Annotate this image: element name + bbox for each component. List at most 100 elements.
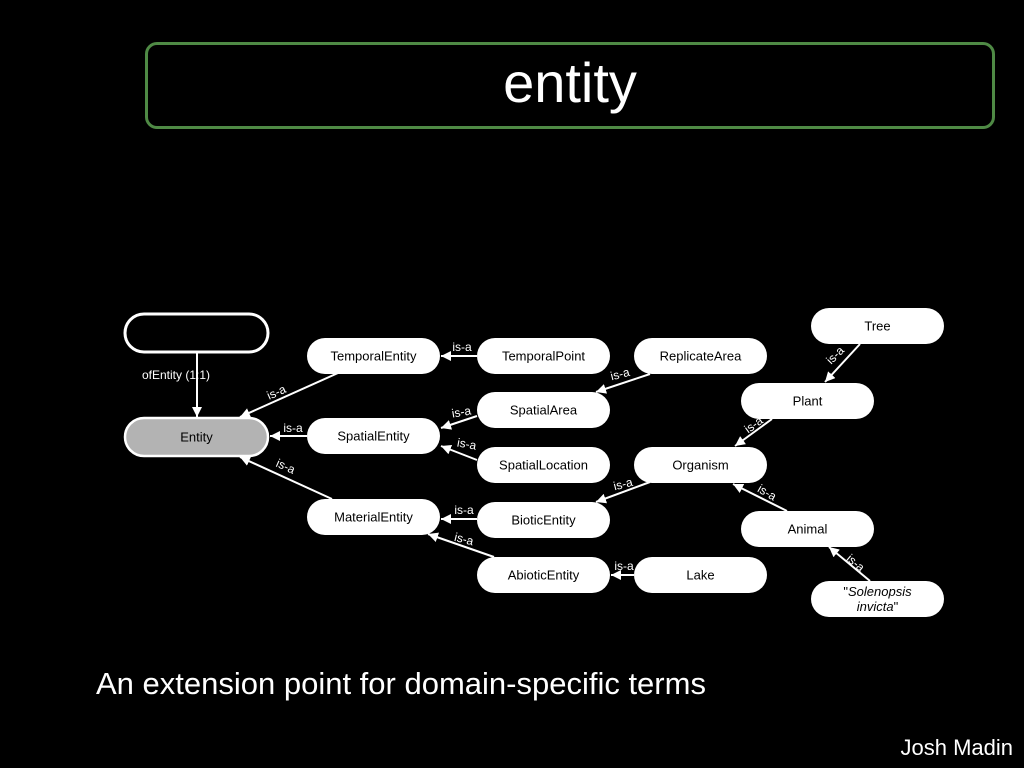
edge-label: is-a: [609, 365, 631, 383]
edge-label: is-a: [823, 343, 847, 367]
edge-line: [427, 532, 495, 558]
node-label: MaterialEntity: [334, 510, 413, 525]
node-temporal-entity: TemporalEntity: [307, 338, 440, 374]
edge-tree-to-plant: is-a: [823, 343, 861, 383]
node-lake: Lake: [634, 557, 767, 593]
node-label-line-2: invicta": [857, 599, 899, 614]
node-shape: [477, 502, 610, 538]
edge-spatial_area-to-spatial_entity: is-a: [440, 403, 478, 430]
edge-label: is-a: [844, 551, 868, 574]
node-label: Tree: [864, 319, 890, 334]
node-shape: [634, 447, 767, 483]
node-label: BioticEntity: [511, 513, 576, 528]
edge-temporal_entity-to-entity: is-a: [239, 372, 339, 418]
close-quote: ": [894, 599, 899, 614]
node-replicate-area: ReplicateArea: [634, 338, 767, 374]
edge-line: [734, 418, 773, 447]
edge-label: is-a: [451, 403, 473, 420]
edge-label: is-a: [456, 435, 478, 452]
edge-label: is-a: [614, 559, 634, 573]
edge-line: [239, 372, 339, 418]
edge-biotic_entity-to-material_entity: is-a: [441, 503, 477, 524]
edge-label: is-a: [265, 382, 289, 403]
edge-line: [440, 415, 478, 430]
node-shape: [477, 338, 610, 374]
node-shape: [477, 392, 610, 428]
genus-name: Solenopsis: [848, 584, 912, 599]
edge-label: is-a: [453, 530, 475, 548]
node-shape: [741, 511, 874, 547]
species-name: invicta: [857, 599, 894, 614]
node-tree: Tree: [811, 308, 944, 344]
node-label: Plant: [793, 394, 823, 409]
edge-label: is-a: [454, 503, 474, 517]
edge-abiotic_entity-to-material_entity: is-a: [427, 530, 495, 558]
edge-replicate_area-to-spatial_area: is-a: [595, 365, 651, 394]
node-plant: Plant: [741, 383, 874, 419]
edge-label: is-a: [283, 421, 303, 435]
edge-label: is-a: [452, 340, 472, 354]
node-shape: [811, 581, 944, 617]
title-box: entity: [145, 42, 995, 129]
node-label: Lake: [686, 568, 714, 583]
node-shape: [811, 308, 944, 344]
author-name: Josh Madin: [900, 735, 1013, 760]
edge-spatial_entity-to-entity: is-a: [270, 421, 307, 441]
edge-line: [440, 444, 478, 461]
edge-solenopsis-to-animal: is-a: [828, 546, 871, 582]
node-label: Entity: [180, 430, 213, 445]
node-label: SpatialArea: [510, 403, 578, 418]
node-material-entity: MaterialEntity: [307, 499, 440, 535]
node-animal: Animal: [741, 511, 874, 547]
slide-subtitle: An extension point for domain-specific t…: [96, 666, 706, 701]
node-label: Animal: [788, 522, 828, 537]
edge-material_entity-to-entity: is-a: [239, 456, 333, 500]
node-spatial-entity: SpatialEntity: [307, 418, 440, 454]
node-shape: [477, 447, 610, 483]
node-spatial-location: SpatialLocation: [477, 447, 610, 483]
edge-temporal_point-to-temporal_entity: is-a: [441, 340, 477, 361]
edge-spatial_location-to-spatial_entity: is-a: [440, 435, 478, 461]
node-shape: [307, 499, 440, 535]
node-label: AbioticEntity: [508, 568, 580, 583]
edge-line: [824, 343, 861, 383]
node-spatial-area: SpatialArea: [477, 392, 610, 428]
node-organism: Organism: [634, 447, 767, 483]
edge-animal-to-organism: is-a: [732, 482, 788, 512]
node-label-line-1: "Solenopsis: [843, 584, 912, 599]
node-temporal-point: TemporalPoint: [477, 338, 610, 374]
edge-line: [732, 483, 788, 512]
edge-observation-to-entity: ofEntity (1:1): [142, 352, 210, 417]
edge-line: [828, 546, 871, 582]
node-shape: [123, 312, 270, 354]
edge-line: [595, 373, 651, 394]
node-label: ReplicateArea: [660, 349, 742, 364]
node-label: SpatialLocation: [499, 458, 588, 473]
node-observation: Observation: [123, 312, 270, 354]
node-shape: [634, 338, 767, 374]
edge-organism-to-biotic_entity: is-a: [595, 475, 651, 504]
edge-line: [595, 481, 651, 504]
node-shape: [307, 418, 440, 454]
node-label: TemporalPoint: [502, 349, 585, 364]
node-label: SpatialEntity: [337, 429, 410, 444]
edge-label: ofEntity (1:1): [142, 368, 210, 382]
node-shape: [741, 383, 874, 419]
node-entity: Entity: [123, 416, 270, 458]
edge-lake-to-abiotic_entity: is-a: [611, 559, 634, 580]
node-shape: [477, 557, 610, 593]
node-label: Observation: [159, 326, 235, 341]
node-shape: [307, 338, 440, 374]
edge-label: is-a: [612, 475, 634, 493]
node-label: Organism: [672, 458, 728, 473]
edge-label: is-a: [755, 482, 779, 504]
open-quote: ": [843, 584, 848, 599]
slide-title: entity: [503, 50, 637, 114]
node-label: TemporalEntity: [331, 349, 417, 364]
node-shape: [634, 557, 767, 593]
edge-line: [239, 456, 333, 500]
node-abiotic-entity: AbioticEntity: [477, 557, 610, 593]
